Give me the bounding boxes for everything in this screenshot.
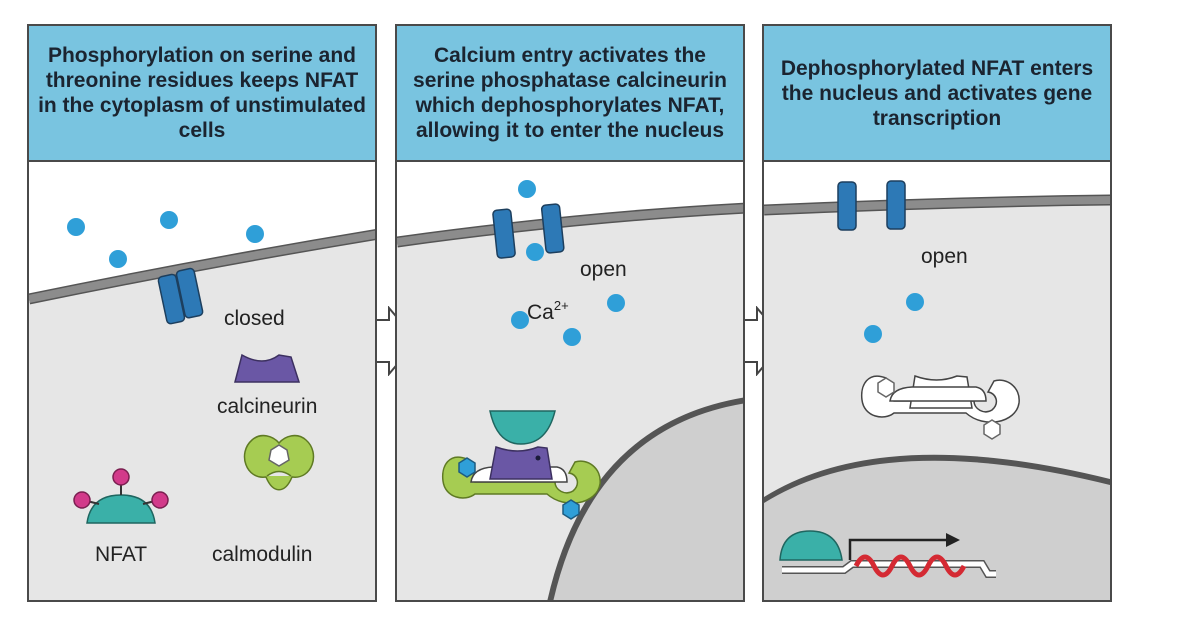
- calcium-ion-icon: [67, 218, 85, 236]
- calcium-ion-icon: [109, 250, 127, 268]
- ion-channel-icon: [492, 203, 565, 259]
- calmodulin-icon: [441, 456, 601, 504]
- phosphate-icon: [112, 468, 130, 486]
- channel-state-label: open: [580, 258, 627, 281]
- calcium-ion-icon: [562, 499, 580, 520]
- calcium-charge: 2+: [553, 298, 569, 313]
- nfat-icon: [779, 530, 843, 561]
- phosphate-site-icon: [877, 377, 895, 398]
- panel-2-header: Calcium entry activates the serine phosp…: [397, 26, 743, 162]
- calcium-ion-icon: [511, 311, 529, 329]
- panel-1-body: closed calcineurin NFAT calmodulin: [29, 162, 375, 600]
- panel-transcription: Dephosphorylated NFAT enters the nucleus…: [762, 24, 1112, 602]
- phosphate-icon: [151, 491, 169, 509]
- panel-unstimulated: Phosphorylation on serine and threonine …: [27, 24, 377, 602]
- extracellular-space: [397, 162, 743, 242]
- ion-channel-icon: [837, 180, 906, 231]
- panel-3-header: Dephosphorylated NFAT enters the nucleus…: [764, 26, 1110, 162]
- channel-state-label: closed: [224, 307, 285, 330]
- calcium-ion-icon: [246, 225, 264, 243]
- calcium-ion-icon: [563, 328, 581, 346]
- phosphate-icon: [73, 491, 91, 509]
- calcineurin-icon: [234, 353, 301, 383]
- panel-1-header: Phosphorylation on serine and threonine …: [29, 26, 375, 162]
- calmodulin-icon: [860, 375, 1020, 423]
- calcium-ion-icon: [518, 180, 536, 198]
- calcium-ion-icon: [526, 243, 544, 261]
- nfat-icon: [73, 468, 169, 524]
- calcineurin-icon: [489, 445, 553, 480]
- calcium-ion-icon: [458, 457, 476, 478]
- calcium-ion-icon: [864, 325, 882, 343]
- panel-3-header-text: Dephosphorylated NFAT enters the nucleus…: [780, 56, 1094, 130]
- calcium-ion-icon: [906, 293, 924, 311]
- nfat-label: NFAT: [95, 543, 148, 566]
- calcineurin-label: calcineurin: [217, 395, 318, 418]
- calcium-ion-icon: [607, 294, 625, 312]
- panel-1-header-text: Phosphorylation on serine and threonine …: [38, 44, 366, 142]
- panel-2-header-text: Calcium entry activates the serine phosp…: [413, 44, 727, 142]
- calcium-ion-icon: [160, 211, 178, 229]
- ion-channel-icon: [157, 267, 204, 325]
- panel-2-body: open Ca2+: [397, 162, 743, 600]
- nfat-icon: [489, 410, 556, 445]
- calcium-label-symbol: Ca: [527, 301, 554, 324]
- calcium-label: Ca2+: [527, 298, 569, 325]
- transcription-arrow-icon: [848, 538, 949, 560]
- calmodulin-icon: [243, 434, 315, 491]
- calmodulin-label: calmodulin: [212, 543, 313, 566]
- phosphate-site-icon: [983, 419, 1001, 440]
- rna-strand-icon: [853, 554, 967, 578]
- channel-state-label: open: [921, 245, 968, 268]
- panel-calcium-entry: Calcium entry activates the serine phosp…: [395, 24, 745, 602]
- panel-3-body: open: [764, 162, 1110, 600]
